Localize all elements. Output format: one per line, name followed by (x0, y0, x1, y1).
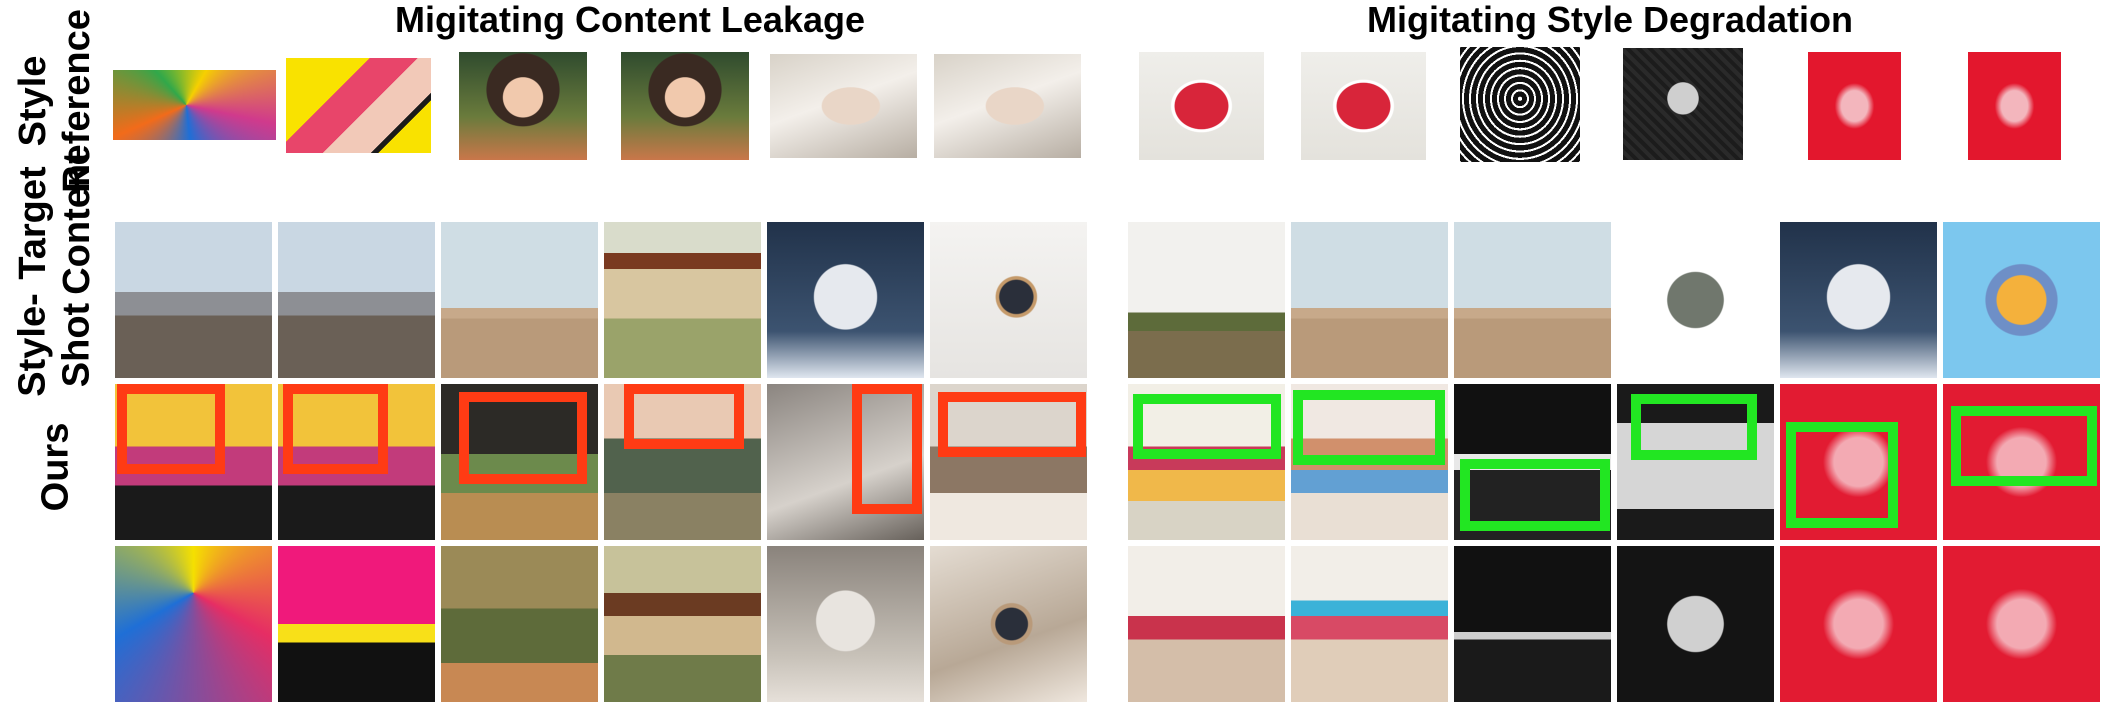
styleshot-label: Style- Shot (11, 293, 98, 397)
content-leakage-title: Migitating Content Leakage (394, 0, 866, 40)
ours-result-image (1128, 546, 1285, 702)
style-reference-image (113, 70, 276, 140)
ours-result-image (1943, 546, 2100, 702)
style-degradation-box (1460, 459, 1610, 531)
target-content-image (1128, 222, 1285, 378)
style-degradation-box (1631, 394, 1757, 460)
row-label-ours: Ours (0, 406, 110, 528)
target-content-image (1617, 222, 1774, 378)
ours-result-image (604, 546, 761, 702)
styleshot-result-image (767, 384, 924, 540)
row-label-styleshot: Style- Shot (0, 284, 110, 406)
style-degradation-title: Migitating Style Degradation (1366, 0, 1854, 40)
content-leakage-box (852, 384, 922, 514)
style-reference-image (1301, 52, 1426, 160)
target-content-image (767, 222, 924, 378)
target-content-image (1454, 222, 1611, 378)
styleshot-result-image (115, 384, 272, 540)
target-content-image (115, 222, 272, 378)
style-degradation-box (1786, 422, 1898, 528)
target-content-image (441, 222, 598, 378)
styleshot-result-image (278, 384, 435, 540)
style-reference-image (770, 54, 917, 158)
styleshot-result-image (1454, 384, 1611, 540)
style-degradation-box (1293, 390, 1445, 465)
styleshot-result-image (441, 384, 598, 540)
content-leakage-box (283, 384, 388, 474)
ours-result-image (441, 546, 598, 702)
style-reference-image (1139, 52, 1264, 160)
target-content-image (930, 222, 1087, 378)
content-leakage-box (117, 384, 225, 474)
styleshot-result-image (604, 384, 761, 540)
target-content-image (278, 222, 435, 378)
style-reference-image (621, 52, 749, 160)
style-reference-image (1968, 52, 2061, 160)
style-reference-image (286, 58, 431, 153)
ours-result-image (767, 546, 924, 702)
ours-result-image (115, 546, 272, 702)
target-content-label: Target Content (12, 151, 98, 295)
ours-result-image (278, 546, 435, 702)
content-leakage-box (459, 392, 587, 484)
styleshot-result-image (1128, 384, 1285, 540)
style-reference-image (1460, 47, 1580, 162)
styleshot-result-image (1943, 384, 2100, 540)
ours-result-image (1454, 546, 1611, 702)
style-reference-image (1623, 48, 1743, 160)
target-content-image (604, 222, 761, 378)
style-reference-image (459, 52, 587, 160)
ours-label: Ours (33, 422, 76, 512)
ours-result-image (1291, 546, 1448, 702)
target-content-image (1291, 222, 1448, 378)
styleshot-result-image (1291, 384, 1448, 540)
ours-result-image (1780, 546, 1937, 702)
target-content-image (1943, 222, 2100, 378)
style-degradation-box (1133, 394, 1281, 459)
content-leakage-box (938, 392, 1086, 457)
ours-result-image (930, 546, 1087, 702)
ours-result-image (1617, 546, 1774, 702)
style-reference-image (1808, 52, 1901, 160)
row-label-style-reference: Style Reference (0, 9, 110, 193)
target-content-image (1780, 222, 1937, 378)
style-reference-image (934, 54, 1081, 158)
content-leakage-box (624, 384, 744, 449)
style-degradation-box (1951, 406, 2097, 486)
styleshot-result-image (1617, 384, 1774, 540)
row-label-target-content: Target Content (0, 151, 110, 295)
styleshot-result-image (930, 384, 1087, 540)
styleshot-result-image (1780, 384, 1937, 540)
